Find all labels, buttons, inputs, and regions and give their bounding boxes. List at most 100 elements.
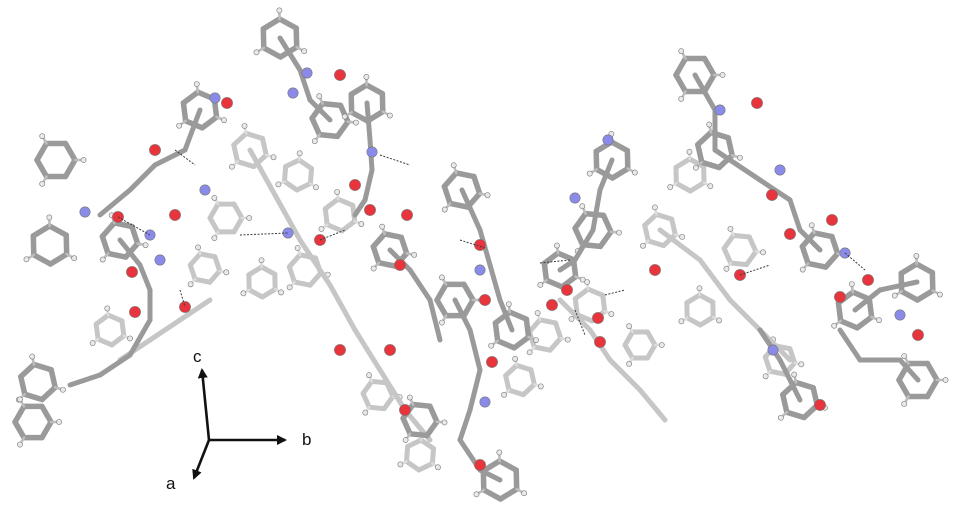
hydrogen-atom: [686, 148, 693, 155]
bond: [48, 367, 58, 391]
bond: [528, 367, 537, 387]
bond: [777, 357, 803, 403]
oxygen-atom: [129, 306, 141, 318]
bond: [207, 215, 221, 235]
bond: [111, 220, 135, 230]
bond: [497, 297, 515, 333]
hydrogen-atom: [937, 291, 943, 298]
hydrogen-atom: [441, 419, 448, 426]
bond: [487, 262, 503, 303]
hydrogen-atom: [848, 281, 855, 287]
bond: [695, 141, 705, 165]
bond: [597, 157, 615, 193]
bond: [854, 314, 875, 331]
hydrogen-atom: [696, 285, 703, 292]
bond: [260, 16, 283, 32]
hydrogen-atom: [253, 49, 260, 56]
bond: [467, 367, 483, 413]
bond: [744, 249, 759, 268]
hydrogen-atom: [142, 242, 149, 249]
bond: [784, 409, 807, 421]
bond: [97, 187, 133, 218]
hydrogen-atom: [760, 249, 766, 256]
hydrogen-atom: [104, 305, 111, 312]
hydrogen-bond: [117, 216, 151, 236]
hydrogen-atom: [246, 215, 253, 221]
bond: [348, 82, 370, 98]
hydrogen-atom: [564, 336, 571, 343]
hydrogen-atom: [29, 353, 36, 360]
bond: [701, 55, 717, 78]
hydrogen-atom: [706, 121, 713, 128]
bond: [523, 316, 532, 340]
bond: [307, 166, 315, 186]
hydrogen-atom: [176, 122, 183, 129]
hydrogen-atom: [439, 274, 445, 281]
bond: [837, 327, 863, 363]
bond: [441, 170, 460, 190]
bond: [117, 237, 143, 268]
hydrogen-atom: [632, 169, 638, 176]
oxygen-atom: [912, 329, 924, 341]
hydrogen-atom: [808, 222, 815, 229]
hydrogen-atom: [276, 7, 283, 14]
bond: [687, 156, 707, 170]
bond: [572, 296, 580, 318]
bond: [339, 218, 358, 234]
oxygen-atom: [561, 284, 573, 296]
hydrogen-atom: [294, 245, 301, 251]
hydrogen-atom: [313, 184, 319, 191]
bond: [600, 292, 608, 314]
hydrogen-bond: [574, 309, 586, 336]
oxygen-atom: [784, 228, 796, 240]
bond: [147, 317, 183, 343]
hydrogen-bond: [239, 232, 289, 236]
bond: [557, 297, 593, 333]
bond: [496, 458, 519, 473]
bond: [721, 245, 734, 266]
hydrogen-atom: [39, 180, 46, 187]
nitrogen-atom: [767, 344, 779, 356]
hydrogen-atom: [512, 355, 519, 362]
bond: [322, 206, 330, 228]
bond: [272, 192, 303, 243]
bond: [541, 250, 561, 267]
bond: [62, 140, 78, 163]
oxygen-atom: [384, 344, 396, 356]
bond: [471, 173, 483, 197]
hydrogen-atom: [370, 265, 377, 272]
bond: [585, 286, 606, 298]
bond: [429, 446, 437, 466]
axis-a-label: a: [166, 474, 176, 493]
hydrogen-atom: [39, 133, 46, 140]
hydrogen-atom: [568, 316, 575, 322]
bond: [286, 252, 303, 270]
bond: [370, 231, 388, 250]
bond: [31, 361, 54, 373]
bond: [924, 377, 940, 400]
bond: [725, 135, 735, 159]
hydrogen-atom: [341, 113, 348, 120]
bond: [363, 82, 386, 97]
oxygen-atom: [486, 356, 498, 368]
bond: [127, 162, 158, 193]
hydrogen-atom: [439, 319, 445, 326]
oxygen-atom: [479, 294, 491, 306]
bond: [837, 318, 860, 331]
bond: [231, 215, 245, 235]
nitrogen-atom: [569, 192, 581, 204]
bond: [375, 259, 399, 269]
hydrogen-atom: [366, 372, 372, 379]
hydrogen-bond: [604, 289, 626, 296]
bond: [673, 156, 693, 170]
bond: [277, 35, 303, 73]
bond: [67, 372, 103, 388]
bond: [657, 227, 703, 263]
bond: [780, 391, 790, 415]
bond: [637, 387, 668, 423]
hydrogen-atom: [737, 154, 743, 161]
axis-b-label: b: [302, 430, 311, 449]
hydrogen-bond: [539, 259, 571, 264]
bond: [324, 222, 345, 234]
bond: [427, 403, 440, 425]
